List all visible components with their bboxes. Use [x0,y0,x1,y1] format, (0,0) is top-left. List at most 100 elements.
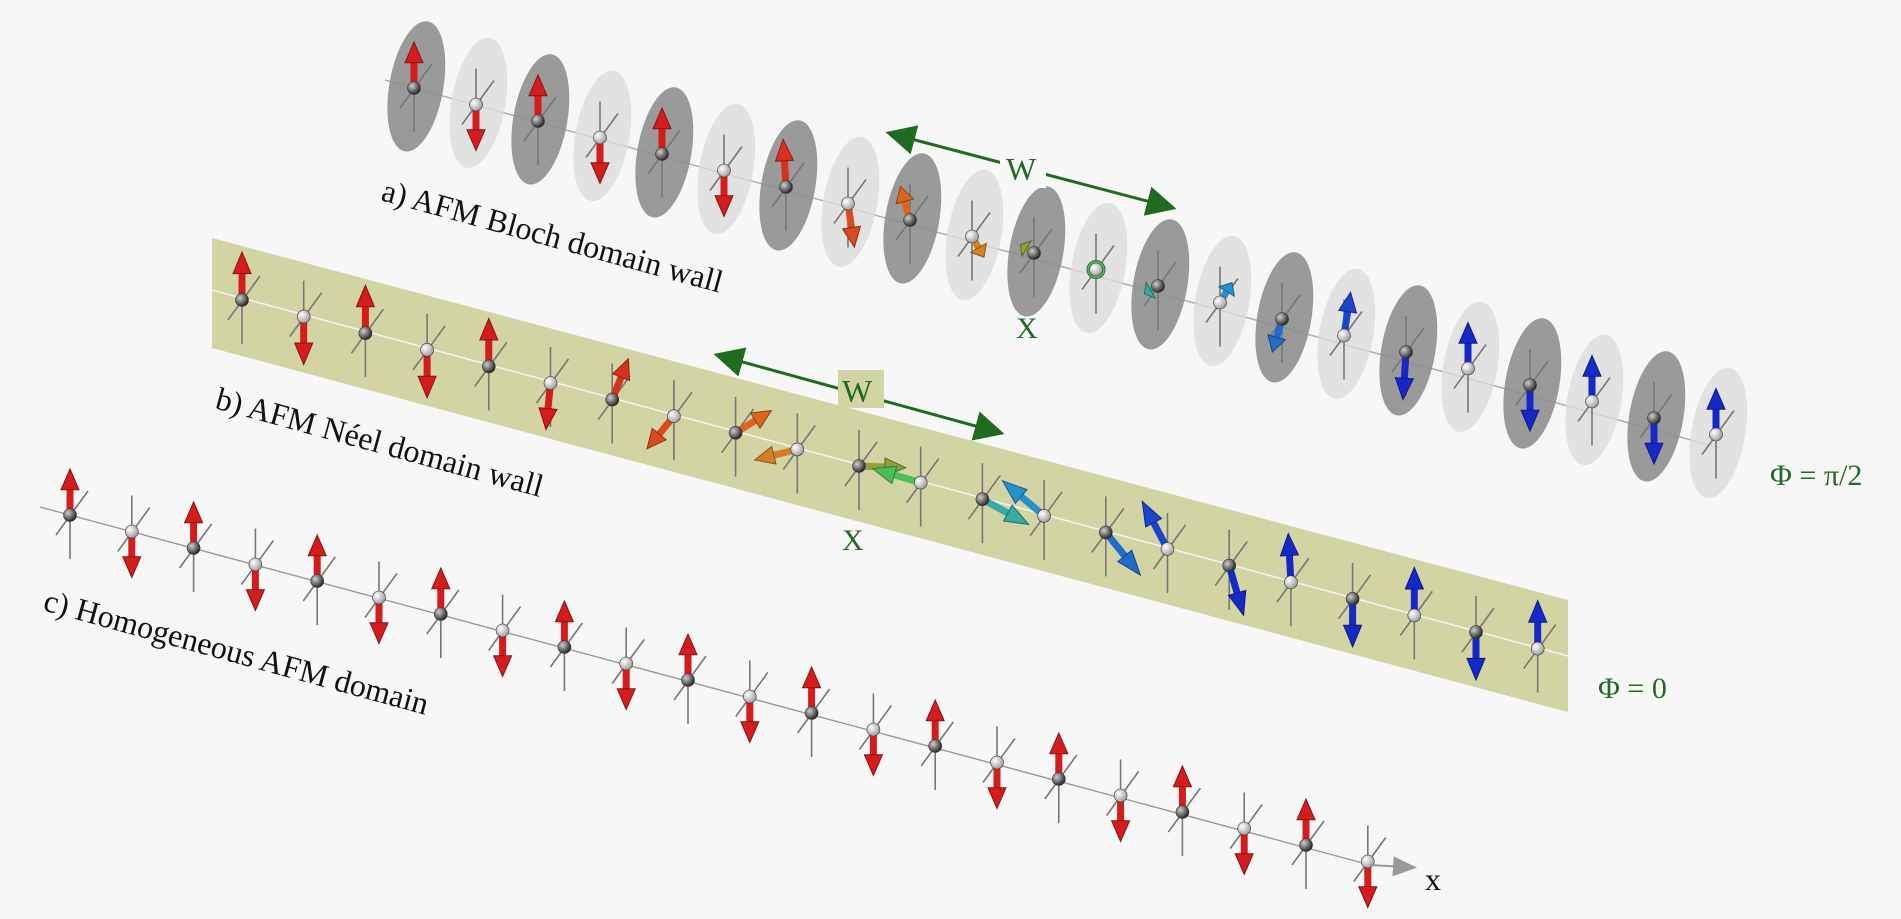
homogeneous-atom-5 [372,590,386,605]
neel-atom-5 [543,376,558,390]
bloch-atom-0 [407,81,421,95]
neel-atom-18 [1345,591,1360,606]
neel-spin-1-head [293,342,314,366]
neel-spin-11-head [871,465,898,485]
bloch-atom-19 [1585,394,1599,409]
homogeneous-spin-17-head [1110,820,1131,843]
bloch-spin-0-head [404,40,424,64]
homogeneous-atom-13 [866,722,881,737]
bloch-center-label: X [1016,312,1038,345]
homogeneous-atom-8 [557,640,572,654]
neel-spin-0-head [232,250,252,275]
bloch-atom-10 [1027,246,1041,260]
neel-spin-2-head [355,283,376,308]
bloch-atom-12 [1151,279,1165,293]
homogeneous-spin-15-head [987,787,1007,810]
homogeneous-atom-14 [928,739,943,753]
bloch-spin-14-head [1267,333,1287,354]
homogeneous-atom-4 [310,574,325,588]
neel-spin-13-head [1001,479,1028,505]
homogeneous-atom-10 [681,673,695,687]
neel-spin-12-head [1002,504,1030,526]
bloch-spin-13-head [1217,281,1235,298]
bloch-atom-3 [593,130,607,145]
homogeneous-spin-7-head [492,655,513,678]
neel-atom-10 [852,459,866,473]
homogeneous-atom-9 [619,656,634,671]
homogeneous-spin-2-head [183,500,204,524]
neel-atom-7 [667,409,681,424]
homogeneous-spin-3-head [245,589,266,612]
bloch-chain [384,21,1748,499]
bloch-atom-8 [903,213,917,227]
neel-spin-18-head [1342,624,1363,649]
neel-spin-20-head [1466,657,1486,682]
bloch-atom-1 [469,97,483,112]
neel-atom-20 [1469,625,1483,639]
homogeneous-spin-12-head [801,665,822,689]
homogeneous-atom-18 [1175,805,1190,819]
neel-atom-13 [1037,508,1051,523]
neel-spin-15-head [1141,500,1163,528]
bloch-spin-19-head [1582,354,1602,377]
homogeneous-spin-9-head [616,688,636,711]
homogeneous-spin-21-head [1358,886,1378,909]
neel-atom-4 [481,359,496,374]
bloch-spin-9-head [969,242,988,258]
bloch-spin-5-head [714,195,734,218]
homogeneous-spin-14-head [925,698,945,722]
x-axis-label: x [1425,861,1441,897]
bloch-spin-15-head [1337,291,1358,314]
bloch-atom-17 [1461,361,1475,376]
neel-spin-17-head [1279,532,1300,557]
bloch-spin-6-head [774,138,795,162]
homogeneous-spin-10-head [678,632,698,656]
bloch-atom-2 [531,114,545,128]
homogeneous-spin-1-head [122,556,142,579]
bloch-spin-20-head [1644,442,1664,466]
bloch-atom-7 [841,196,855,211]
homogeneous-atom-20 [1299,838,1313,852]
homogeneous-atom-15 [990,755,1004,770]
homogeneous-spin-6-head [431,566,451,590]
neel-atom-12 [975,492,990,507]
bloch-atom-16 [1399,345,1413,359]
neel-atom-21 [1530,641,1545,656]
neel-atom-0 [235,293,249,307]
bloch-atom-11 [1089,262,1103,277]
homogeneous-atom-6 [433,607,448,621]
homogeneous-spin-19-head [1234,853,1254,876]
bloch-spin-3-head [590,162,610,185]
homogeneous-atom-16 [1052,772,1066,786]
bloch-atom-18 [1523,378,1537,392]
bloch-spin-16-head [1394,377,1415,401]
x-axis-arrow [1369,856,1417,877]
bloch-spin-21-head [1706,387,1726,410]
homogeneous-spin-0-head [60,467,80,491]
phi-bloch-label: Φ = π/2 [1770,459,1862,492]
bloch-atom-13 [1213,295,1227,310]
neel-spin-3-head [417,375,437,400]
neel-spin-4-head [479,317,499,341]
neel-atom-2 [358,326,373,341]
neel-spin-9-head [753,445,777,465]
homogeneous-chain [39,467,1387,909]
homogeneous-atom-19 [1237,821,1251,836]
neel-spin-19-head [1404,566,1425,590]
bloch-spin-17-head [1458,321,1478,344]
neel-atom-14 [1099,525,1113,540]
homogeneous-spin-8-head [554,599,575,623]
bloch-atom-14 [1275,312,1289,326]
neel-atom-8 [728,425,743,440]
homogeneous-atom-7 [495,623,510,638]
bloch-spin-4-head [652,106,672,130]
bloch-w-bg [1000,150,1046,188]
bloch-atom-4 [655,147,669,161]
bloch-spin-7-head [841,225,862,249]
homogeneous-spin-5-head [369,622,389,645]
neel-atom-11 [913,475,928,490]
bloch-spin-18-head [1520,409,1540,433]
phi-neel-label: Φ = 0 [1598,672,1667,705]
neel-spin-21-head [1527,599,1548,623]
